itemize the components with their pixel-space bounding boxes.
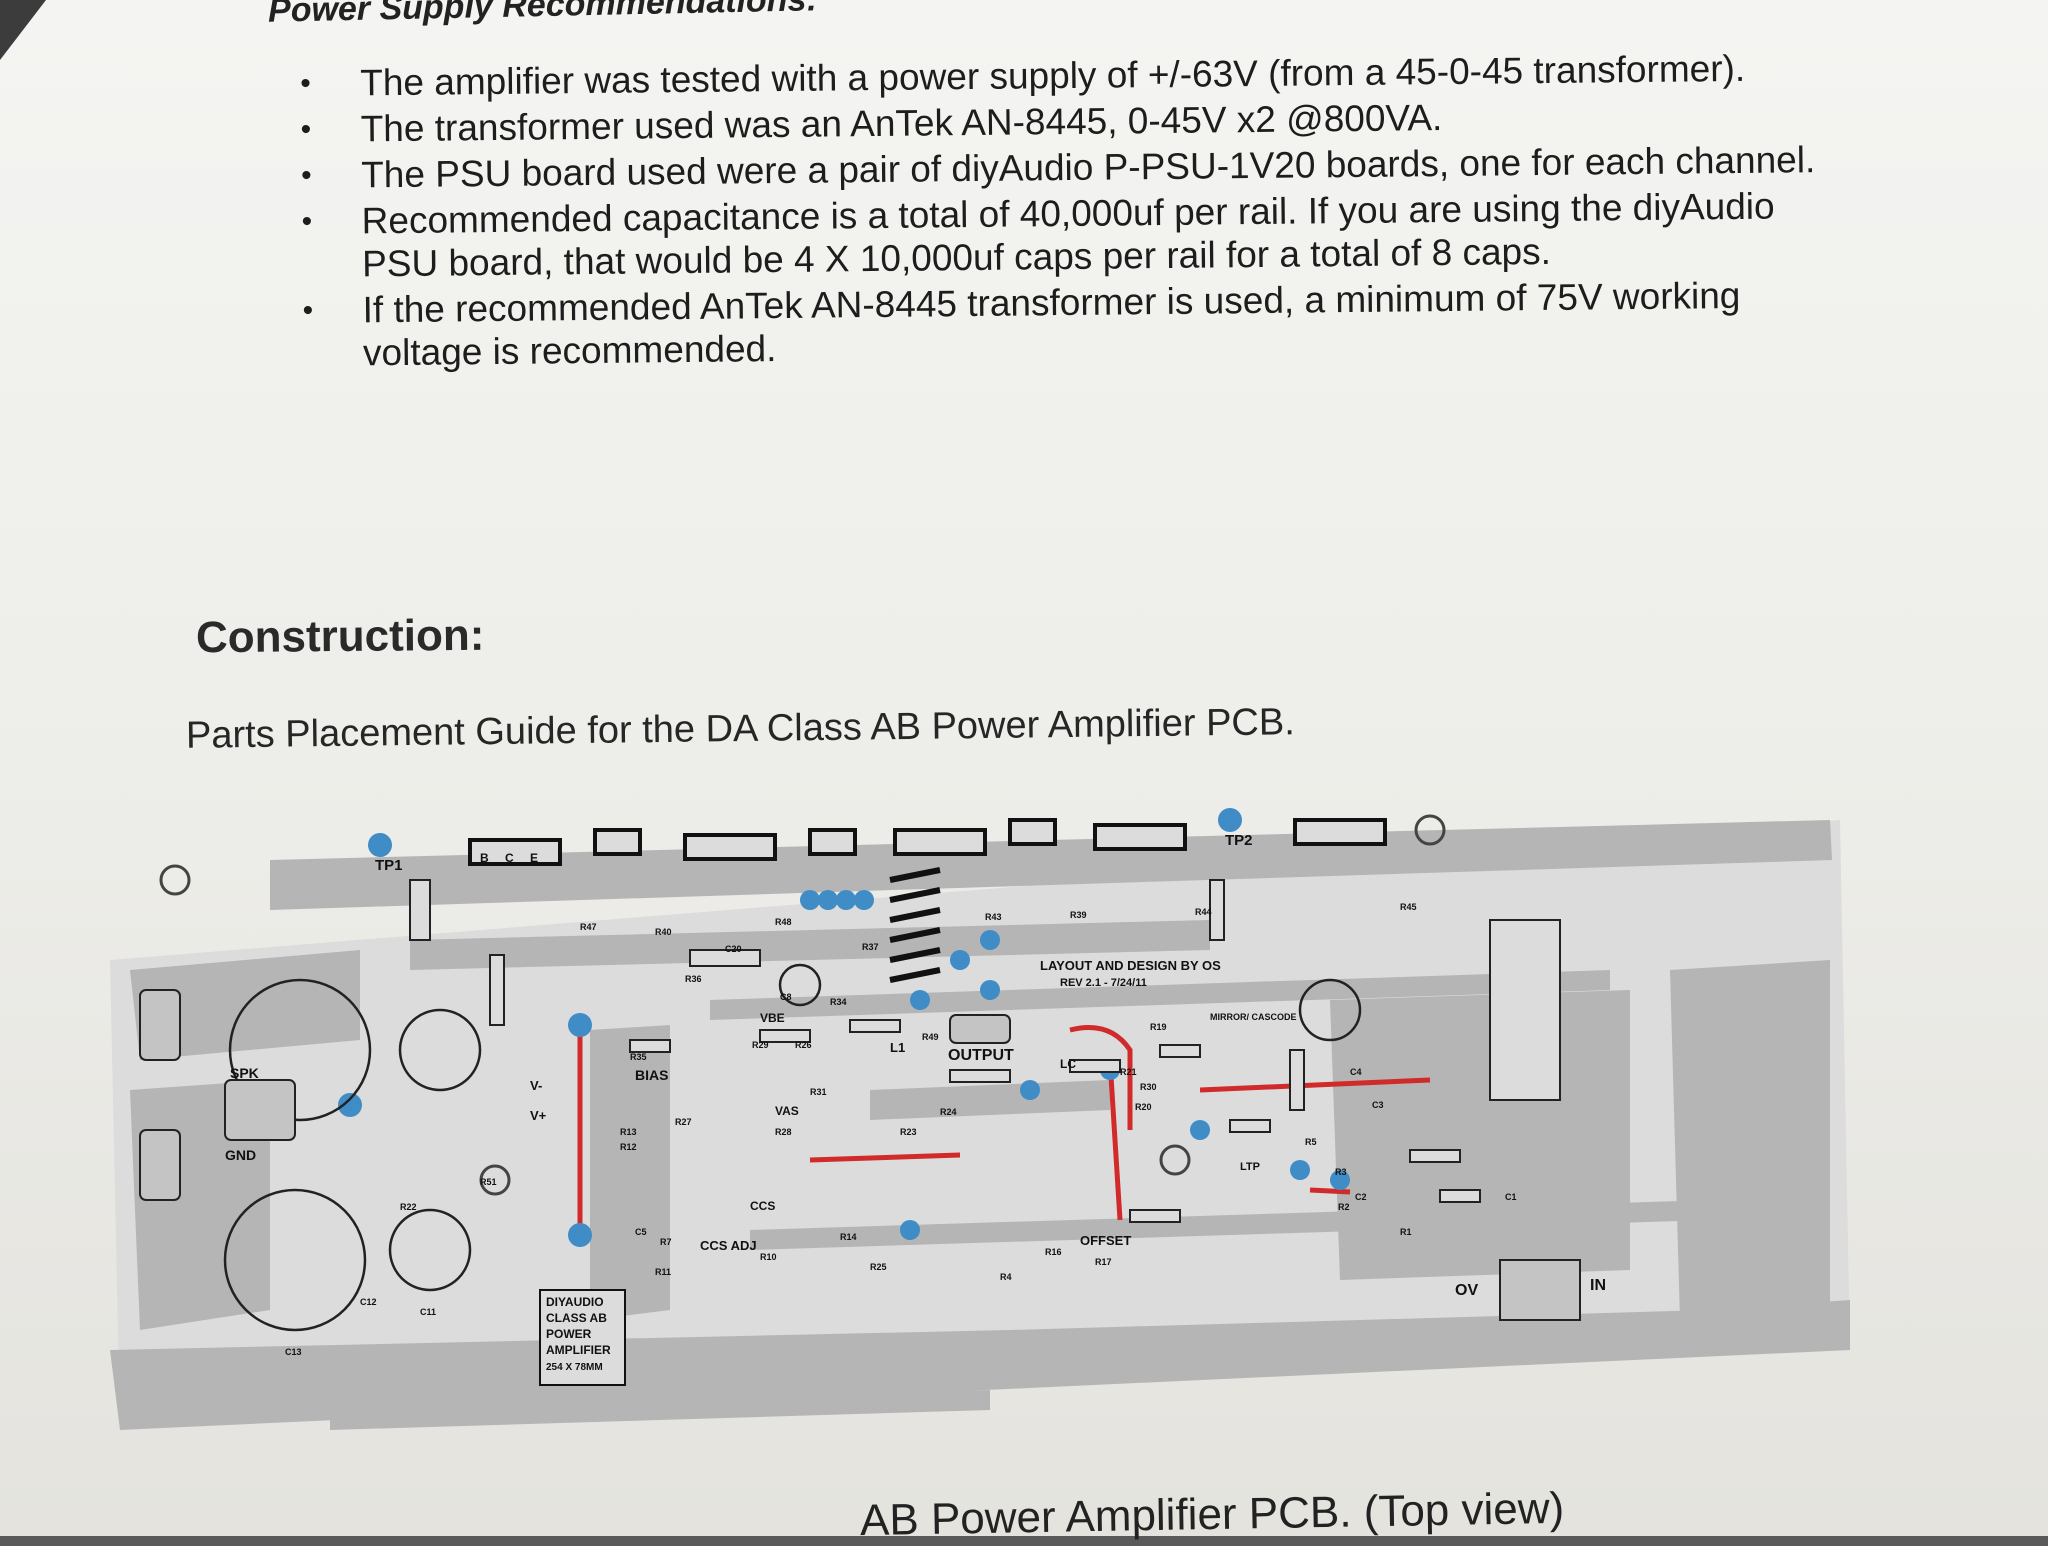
part-label: R36	[685, 974, 702, 984]
psu-recommendation-list: The amplifier was tested with a power su…	[300, 46, 1823, 378]
part-label: R10	[760, 1252, 777, 1262]
ltp-label: LTP	[1240, 1161, 1260, 1173]
board-title-box: DIYAUDIO CLASS AB POWER AMPLIFIER 254 X …	[539, 1289, 626, 1386]
part-designators: R47 R40 R48 R37 R43 R39 R44 R45 C20 R36 …	[285, 902, 1517, 1357]
part-label: R27	[675, 1117, 692, 1127]
board-title-line: AMPLIFIER	[546, 1343, 611, 1357]
part-label: R45	[1400, 902, 1417, 912]
part-label: R22	[400, 1202, 417, 1212]
board-title-line: DIYAUDIO	[546, 1295, 604, 1309]
jumper-wires	[577, 1020, 1431, 1240]
part-label: C12	[360, 1297, 377, 1307]
part-label: R21	[1120, 1067, 1137, 1077]
part-label: R2	[1338, 1202, 1350, 1212]
part-label: R43	[985, 912, 1002, 922]
in-label: IN	[1590, 1277, 1606, 1294]
part-label: R30	[1140, 1082, 1157, 1092]
part-label: C4	[1350, 1067, 1362, 1077]
part-label: R17	[1095, 1257, 1112, 1267]
part-label: R28	[775, 1127, 792, 1137]
spk-label: SPK	[230, 1065, 259, 1081]
tp1-label: TP1	[375, 857, 403, 874]
gnd-label: GND	[225, 1147, 256, 1163]
e-label: E	[530, 851, 538, 865]
construction-heading: Construction:	[195, 610, 485, 663]
part-label: R20	[1135, 1102, 1152, 1112]
part-label: R47	[580, 922, 597, 932]
board-title-line: 254 X 78MM	[546, 1362, 603, 1373]
part-label: C20	[725, 944, 742, 954]
vplus-label: V+	[530, 1108, 547, 1123]
vas-label: VAS	[775, 1104, 799, 1118]
mounting-holes	[159, 814, 1446, 1196]
mirror-label: MIRROR/ CASCODE	[1210, 1012, 1297, 1022]
part-label: R5	[1305, 1137, 1317, 1147]
part-label: C5	[635, 1227, 647, 1237]
part-label: C13	[285, 1347, 302, 1357]
part-label: R37	[862, 942, 879, 952]
part-label: C1	[1505, 1192, 1517, 1202]
transistor-footprints	[468, 818, 1387, 866]
part-label: R49	[922, 1032, 939, 1042]
part-label: R31	[810, 1087, 827, 1097]
part-label: R44	[1195, 907, 1212, 917]
output-inductor	[889, 867, 941, 983]
revision-label: REV 2.1 - 7/24/11	[1060, 977, 1147, 989]
part-label: R4	[1000, 1272, 1012, 1282]
part-label: R11	[655, 1267, 671, 1277]
part-label: R25	[870, 1262, 887, 1272]
part-label: C3	[1372, 1100, 1384, 1110]
bias-label: BIAS	[635, 1067, 668, 1083]
part-label: C11	[420, 1307, 436, 1317]
part-label: R19	[1150, 1022, 1167, 1032]
layout-credit: LAYOUT AND DESIGN BY OS	[1040, 958, 1221, 973]
part-label: R14	[840, 1232, 857, 1242]
board-title-line: CLASS AB	[546, 1311, 607, 1325]
part-label: R51	[480, 1177, 497, 1187]
part-label: R1	[1400, 1227, 1412, 1237]
part-label: C2	[1355, 1192, 1367, 1202]
lc-label: LC	[1060, 1057, 1076, 1071]
ov-label: OV	[1455, 1282, 1478, 1299]
part-label: R40	[655, 927, 672, 937]
part-label: R26	[795, 1040, 812, 1050]
vbe-label: VBE	[760, 1011, 785, 1025]
pcb-layout-image: TP1 TP2 LAYOUT AND DESIGN BY OS REV 2.1 …	[110, 790, 1890, 1430]
b-label: B	[480, 851, 489, 865]
part-label: R12	[620, 1142, 637, 1152]
part-label: R16	[1045, 1247, 1062, 1257]
part-label: R3	[1335, 1167, 1347, 1177]
l1-label: L1	[890, 1040, 905, 1055]
part-label: R13	[620, 1127, 637, 1137]
part-label: C8	[780, 992, 792, 1002]
part-label: R7	[660, 1237, 672, 1247]
part-label: R24	[940, 1107, 957, 1117]
connectors	[139, 989, 1581, 1321]
board-title-line: POWER	[546, 1327, 592, 1341]
part-label: R29	[752, 1040, 769, 1050]
part-label: R35	[630, 1052, 647, 1062]
ccs-adj-label: CCS ADJ	[700, 1238, 757, 1253]
part-label: R39	[1070, 910, 1087, 920]
part-label: R34	[830, 997, 847, 1007]
vminus-label: V-	[530, 1078, 542, 1093]
pcb-board	[110, 820, 1850, 1430]
part-label: R48	[775, 917, 792, 927]
large-capacitors	[223, 963, 1362, 1332]
tp2-label: TP2	[1225, 832, 1253, 849]
part-label: R23	[900, 1127, 917, 1137]
psu-item: Recommended capacitance is a total of 40…	[301, 184, 1822, 286]
pcb-diagram: TP1 TP2 LAYOUT AND DESIGN BY OS REV 2.1 …	[110, 808, 1850, 1430]
output-label: OUTPUT	[948, 1047, 1014, 1064]
psu-item: If the recommended AnTek AN-8445 transfo…	[302, 273, 1823, 375]
ccs-label: CCS	[750, 1199, 775, 1213]
resistor-footprints	[409, 879, 1561, 1223]
offset-label: OFFSET	[1080, 1233, 1131, 1248]
c-label: C	[505, 851, 514, 865]
